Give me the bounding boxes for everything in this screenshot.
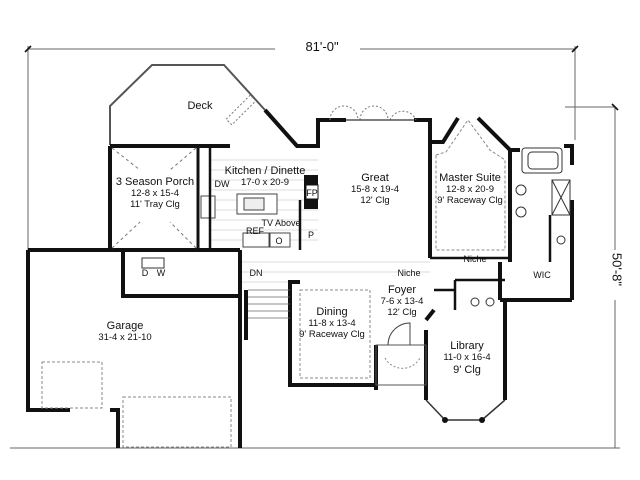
overall-depth-label: 50'-8"	[609, 252, 625, 287]
pantry-label: P	[307, 230, 314, 240]
room-ceiling: 9' Raceway Clg	[437, 194, 503, 206]
room-size: 17-0 x 20-9	[240, 176, 290, 188]
room-name: Library	[450, 340, 484, 352]
room-size: 11-8 x 13-4	[308, 317, 356, 329]
room-wic: WIC	[533, 270, 551, 280]
room-name: Dining	[316, 306, 348, 318]
stairs-down-label: DN	[249, 268, 263, 278]
room-name: 3 Season Porch	[115, 176, 195, 188]
fireplace-label: FP	[306, 188, 318, 198]
room-kitchen-dinette: Kitchen / Dinette 17-0 x 20-9	[215, 165, 315, 189]
washer-label: W	[156, 268, 166, 278]
dryer-label: D	[141, 268, 149, 278]
room-size: 31-4 x 21-10	[98, 331, 152, 343]
room-ceiling: 12' Clg	[360, 194, 390, 206]
room-library: Library 11-0 x 16-4 9' Clg	[430, 340, 504, 376]
room-size: 12-8 x 20-9	[445, 183, 495, 195]
room-ceiling: 9' Raceway Clg	[299, 328, 365, 340]
room-ceiling: 12' Clg	[387, 306, 417, 318]
room-great: Great 15-8 x 19-4 12' Clg	[335, 172, 415, 206]
tv-above-label: TV Above	[261, 218, 301, 228]
refrigerator-label: REF	[246, 226, 264, 236]
room-3-season-porch: 3 Season Porch 12-8 x 15-4 11' Tray Clg	[110, 176, 200, 210]
room-master-suite: Master Suite 12-8 x 20-9 9' Raceway Clg	[430, 172, 510, 206]
room-size: 12-8 x 15-4	[130, 187, 180, 199]
room-ceiling: 9' Clg	[453, 363, 481, 376]
room-name: Foyer	[387, 284, 417, 296]
room-name: Kitchen / Dinette	[224, 165, 306, 177]
deck-label: Deck	[187, 100, 213, 112]
room-size: 11-0 x 16-4	[443, 351, 491, 363]
room-name: Great	[361, 172, 389, 184]
dishwasher-label: DW	[214, 179, 230, 189]
overall-width-label: 81'-0"	[305, 39, 339, 54]
niche-label-foyer: Niche	[397, 268, 421, 278]
deck-outline	[109, 64, 266, 145]
room-garage: Garage 31-4 x 21-10	[80, 320, 170, 344]
room-size: 15-8 x 19-4	[350, 183, 400, 195]
room-foyer: Foyer 7-6 x 13-4 12' Clg	[376, 284, 428, 318]
room-dining: Dining 11-8 x 13-4 9' Raceway Clg	[292, 306, 372, 340]
dimension-lines	[10, 46, 620, 449]
room-size: 7-6 x 13-4	[380, 295, 424, 307]
room-ceiling: 11' Tray Clg	[130, 198, 180, 210]
room-name: Master Suite	[439, 172, 501, 184]
niche-label-hall: Niche	[463, 254, 487, 264]
room-name: Garage	[106, 320, 144, 332]
oven-label: O	[275, 236, 283, 246]
